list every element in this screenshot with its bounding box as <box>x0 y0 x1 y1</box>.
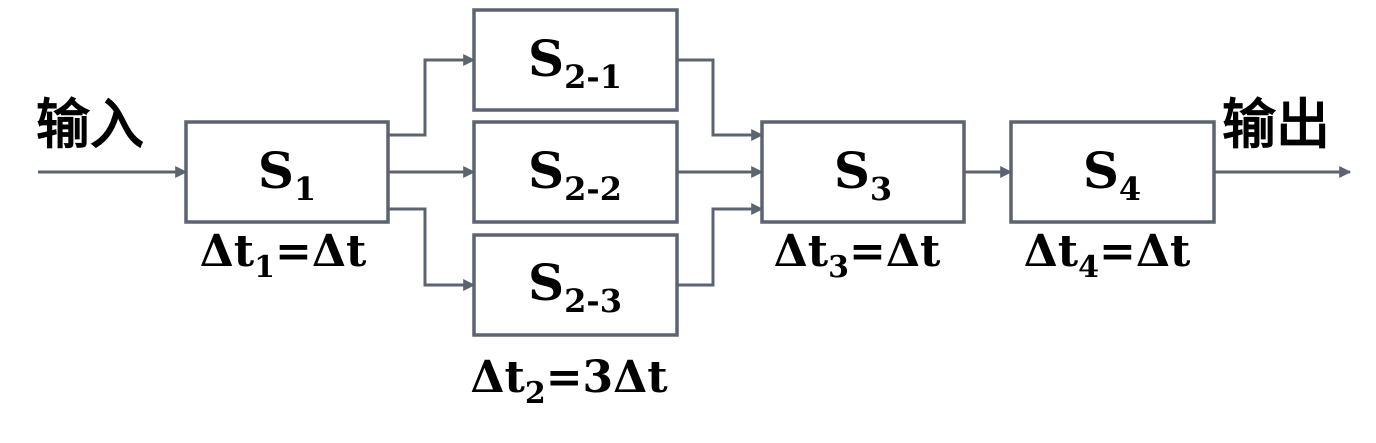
output-label: 输出 <box>1222 93 1330 156</box>
timing-t3-label: Δt3=Δt <box>774 226 941 285</box>
input-label: 输入 <box>36 93 144 156</box>
stage-s3-box <box>760 120 966 224</box>
stage-s2-3-box <box>472 233 679 337</box>
timing-t2-label: Δt2=3Δt <box>470 352 668 411</box>
stage-s1-label: S1 <box>258 141 316 208</box>
s2-3-to-s3-arrow <box>677 203 764 287</box>
timing-t1-label: Δt1=Δt <box>200 226 367 285</box>
s1-to-s2-3-arrow <box>388 207 476 291</box>
stage-s2-1-box <box>472 8 679 112</box>
stage-s2-1-label: S2-1 <box>528 29 622 96</box>
stage-s2-3-label: S2-3 <box>528 253 622 320</box>
stage-s3-label: S3 <box>834 141 892 208</box>
stage-s4-label: S4 <box>1083 141 1141 208</box>
stage-s1-box <box>184 120 390 224</box>
s2-1-to-s3-arrow <box>677 58 764 141</box>
s1-to-s2-1-arrow <box>388 54 476 137</box>
stage-s2-2-label: S2-2 <box>528 141 622 208</box>
stage-s2-2-box <box>472 120 679 224</box>
timing-t4-label: Δt4=Δt <box>1024 226 1191 285</box>
connections <box>38 54 1352 291</box>
stage-s4-box <box>1009 120 1216 224</box>
